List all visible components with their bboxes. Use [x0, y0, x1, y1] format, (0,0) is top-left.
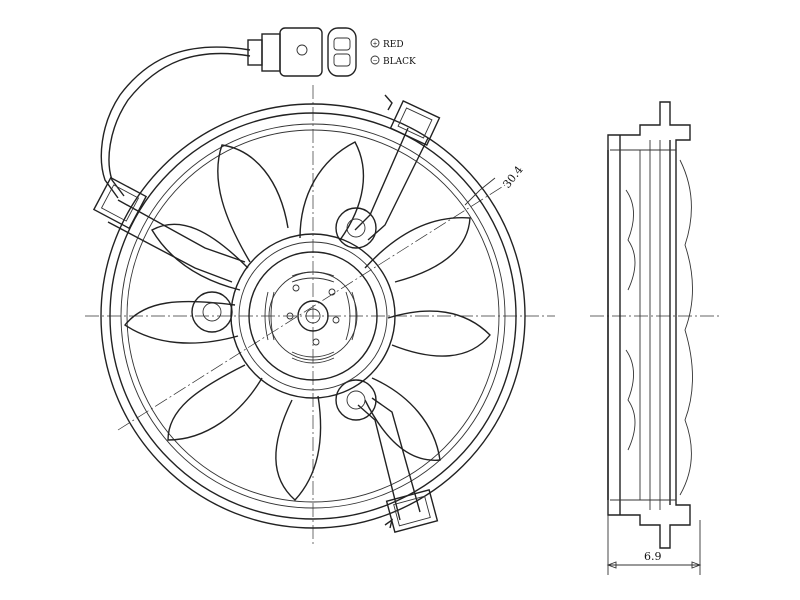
shroud-rings [100, 103, 526, 529]
angle-dimension-label: 30.4 [500, 163, 525, 190]
fan-blades [123, 141, 491, 501]
depth-dimension-label: 6.9 [644, 550, 662, 563]
legend-black-label: BLACK [383, 57, 416, 67]
connector-plug-face [327, 27, 357, 77]
hub-slots [264, 271, 357, 364]
legend-negative-symbol: − [373, 58, 378, 65]
wire-harness [100, 46, 251, 199]
wire-color-legend: + RED − BLACK [370, 38, 416, 67]
center-lines [85, 85, 720, 545]
side-view-housing [607, 101, 691, 549]
depth-dimension: 6.9 [606, 515, 702, 575]
legend-positive-symbol: + [373, 41, 378, 48]
mounting-tabs [92, 94, 441, 534]
legend-negative-marker [370, 55, 380, 65]
legend-positive-marker [370, 38, 380, 48]
legend-red-label: RED [383, 40, 404, 50]
strut-bosses [191, 207, 377, 421]
wire-connector [247, 27, 323, 77]
motor-hub [230, 233, 396, 399]
side-view-blade-profile [610, 149, 693, 501]
angle-dimension: 30.4 [464, 163, 526, 206]
support-struts [107, 127, 429, 521]
